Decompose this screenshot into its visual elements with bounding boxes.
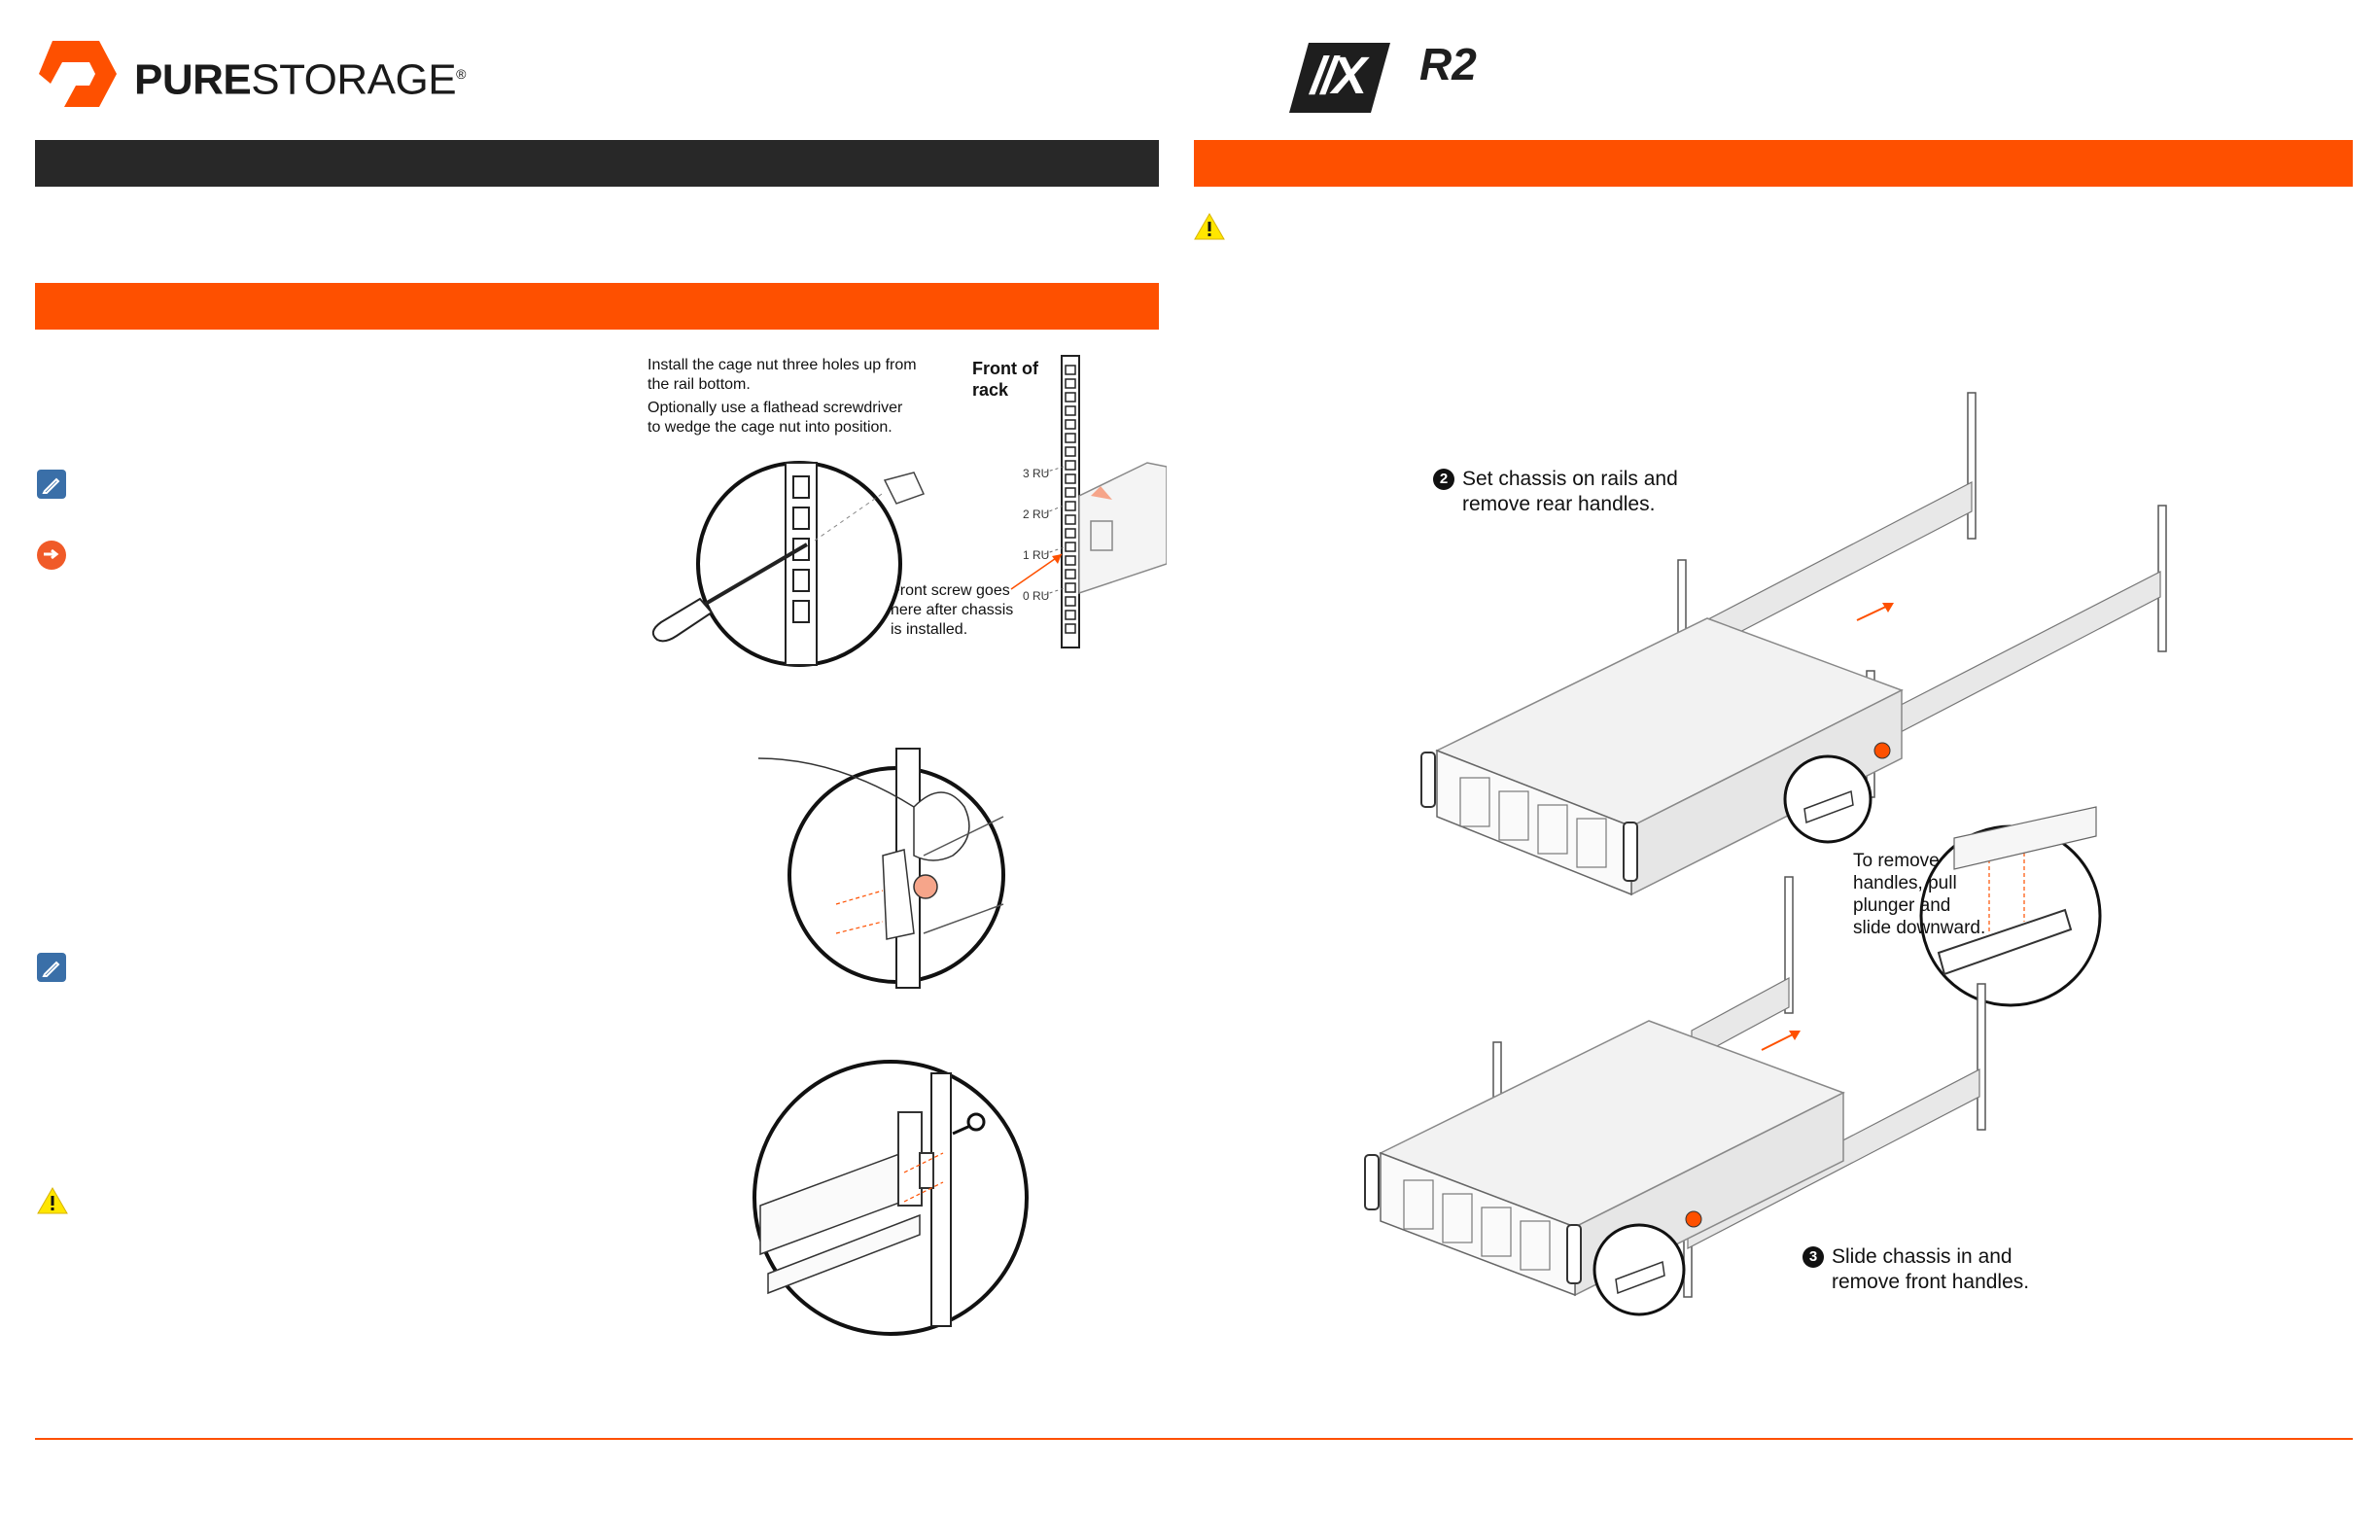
product-mark: //X — [1311, 47, 1367, 105]
step-3-badge: 3 — [1802, 1246, 1824, 1268]
callout-screwdriver: Optionally use a flathead screwdriver to… — [648, 400, 903, 436]
ru-label-2: 2 RU — [1023, 508, 1050, 521]
right-header-bar — [1194, 140, 2353, 187]
tip-icon — [37, 541, 66, 570]
ru-label-1: 1 RU — [1023, 548, 1050, 562]
step-2-text: Set chassis on rails and remove rear han… — [1462, 468, 1678, 515]
step-3-text: Slide chassis in and remove front handle… — [1832, 1245, 2030, 1293]
callout-cage-nut: Install the cage nut three holes up from… — [648, 357, 917, 393]
brand-name-bold: PURE — [134, 55, 252, 104]
product-badge: //X R2 — [1287, 39, 1521, 117]
note-icon — [37, 470, 66, 499]
remove-handles-callout: To remove handles, pull plunger and slid… — [1853, 851, 1986, 938]
pure-storage-logo-icon — [39, 41, 117, 107]
warning-icon — [37, 1186, 68, 1215]
left-section-bar — [35, 283, 1159, 330]
warning-icon-right — [1194, 212, 1225, 241]
callout-front-screw: Front screw goes here after chassis is i… — [891, 582, 1014, 638]
note-icon-2 — [37, 953, 66, 982]
front-of-rack-label: Front of rack — [972, 359, 1038, 400]
ru-label-0: 0 RU — [1023, 589, 1050, 603]
brand-name-light: STORAGE — [251, 55, 457, 104]
product-suffix: R2 — [1419, 39, 1477, 89]
registered-mark: ® — [456, 66, 466, 82]
left-header-bar — [35, 140, 1159, 187]
ru-label-3: 3 RU — [1023, 467, 1050, 480]
chassis-install-illustration — [1364, 392, 2167, 1316]
step-2-badge: 2 — [1433, 469, 1454, 490]
cage-nut-illustration — [651, 355, 1167, 1336]
brand-logo: PURESTORAGE® — [35, 35, 466, 113]
footer-rule — [35, 1438, 2353, 1440]
